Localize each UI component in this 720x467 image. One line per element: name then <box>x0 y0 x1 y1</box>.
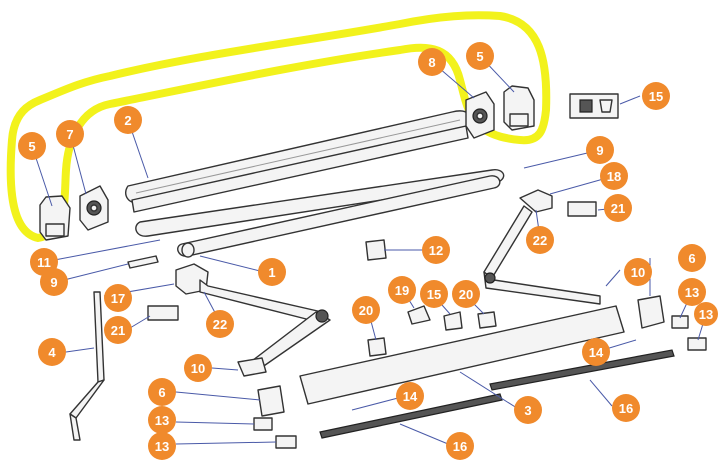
callout-label: 21 <box>111 323 125 338</box>
callout-label: 3 <box>524 403 531 418</box>
callout-5-left: 5 <box>18 132 46 160</box>
bracket-left <box>79 185 109 231</box>
callout-label: 14 <box>403 389 418 404</box>
accessory-box <box>569 93 619 119</box>
callout-13-right-a: 13 <box>678 278 706 306</box>
callout-label: 22 <box>213 317 227 332</box>
callout-22-right: 22 <box>526 226 554 254</box>
end-cap-6-right <box>637 295 665 329</box>
callout-label: 10 <box>191 361 205 376</box>
arm-left <box>175 263 331 377</box>
callout-8: 8 <box>418 48 446 76</box>
callout-17: 17 <box>104 284 132 312</box>
small-part-15 <box>443 311 463 331</box>
callout-14-right: 14 <box>582 338 610 366</box>
callout-1: 1 <box>258 258 286 286</box>
rail-left <box>319 393 503 439</box>
lock-part-right <box>567 201 597 217</box>
callout-label: 11 <box>37 255 51 270</box>
callout-label: 9 <box>50 275 57 290</box>
rail-right <box>489 349 675 391</box>
callout-3: 3 <box>514 396 542 424</box>
end-cap-6-left <box>257 385 285 417</box>
small-part-13-right-a <box>671 315 689 329</box>
callout-20-right: 20 <box>452 280 480 308</box>
callout-label: 20 <box>359 303 373 318</box>
callout-9-right: 9 <box>586 136 614 164</box>
callout-10-right: 10 <box>624 258 652 286</box>
callout-21-left: 21 <box>104 316 132 344</box>
end-cap-left <box>39 195 71 241</box>
callout-4: 4 <box>38 338 66 366</box>
callout-12: 12 <box>422 236 450 264</box>
callout-6-left: 6 <box>148 378 176 406</box>
callout-13-left-a: 13 <box>148 406 176 434</box>
crank-handle <box>69 291 105 441</box>
callout-label: 14 <box>589 345 604 360</box>
center-clip <box>365 239 387 261</box>
callout-9-left: 9 <box>40 268 68 296</box>
callout-label: 8 <box>428 55 435 70</box>
callout-13-right-b: 13 <box>694 302 718 326</box>
callout-label: 17 <box>111 291 125 306</box>
callout-label: 6 <box>688 251 695 266</box>
callout-16-right: 16 <box>612 394 640 422</box>
callout-label: 15 <box>649 89 663 104</box>
callout-label: 16 <box>619 401 633 416</box>
callout-label: 6 <box>158 385 165 400</box>
lock-part-left <box>147 305 179 321</box>
callout-label: 13 <box>699 307 713 322</box>
small-part-13-right-b <box>687 337 707 351</box>
end-cap-right <box>503 85 535 131</box>
callout-label: 5 <box>28 139 35 154</box>
arm-right <box>483 189 601 305</box>
callout-label: 13 <box>155 439 169 454</box>
small-part-20b <box>367 337 387 357</box>
highlight-outline <box>6 11 551 242</box>
callout-label: 4 <box>48 345 56 360</box>
callout-16-left: 16 <box>446 432 474 460</box>
callout-label: 7 <box>66 127 73 142</box>
callout-2: 2 <box>114 106 142 134</box>
small-part-20a <box>477 311 497 329</box>
callout-7: 7 <box>56 120 84 148</box>
callout-label: 2 <box>124 113 131 128</box>
callout-label: 20 <box>459 287 473 302</box>
callout-label: 10 <box>631 265 645 280</box>
callout-13-left-b: 13 <box>148 432 176 460</box>
small-part-13-left-a <box>253 417 273 431</box>
callout-22-left: 22 <box>206 310 234 338</box>
roller-tube <box>177 175 501 258</box>
callout-label: 5 <box>476 49 483 64</box>
callout-label: 19 <box>395 283 409 298</box>
callout-label: 13 <box>155 413 169 428</box>
callout-label: 21 <box>611 201 625 216</box>
small-part-13-left-b <box>275 435 297 449</box>
front-bar <box>299 305 625 405</box>
callout-label: 9 <box>596 143 603 158</box>
callout-15-top: 15 <box>642 82 670 110</box>
callout-label: 22 <box>533 233 547 248</box>
callout-label: 12 <box>429 243 443 258</box>
callout-label: 16 <box>453 439 467 454</box>
callout-20-left: 20 <box>352 296 380 324</box>
callout-6-right: 6 <box>678 244 706 272</box>
bracket-right <box>465 91 495 139</box>
callout-label: 1 <box>268 265 275 280</box>
callout-10-left: 10 <box>184 354 212 382</box>
tension-rod <box>127 255 159 269</box>
callout-15-mid: 15 <box>420 280 448 308</box>
callout-14-left: 14 <box>396 382 424 410</box>
small-part-19 <box>407 305 431 325</box>
callout-21-right: 21 <box>604 194 632 222</box>
callout-label: 15 <box>427 287 441 302</box>
callout-label: 18 <box>607 169 621 184</box>
callout-5-right: 5 <box>466 42 494 70</box>
callout-label: 13 <box>685 285 699 300</box>
callout-19: 19 <box>388 276 416 304</box>
callout-18: 18 <box>600 162 628 190</box>
